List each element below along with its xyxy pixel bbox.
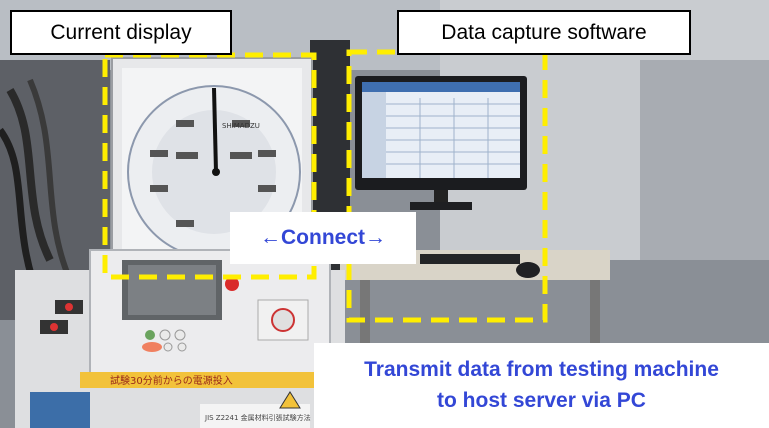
testing-machine-console: 試験30分前からの電源投入 JIS Z2241 金属材料引張試験方法 (15, 249, 350, 428)
console-banner-text: 試験30分前からの電源投入 (110, 374, 233, 387)
dial-brand-text: SHIMADZU (222, 122, 260, 130)
current-display-unit: SHIMADZU (111, 57, 313, 271)
mouse (516, 262, 540, 278)
current-display-highlight (102, 52, 317, 280)
connect-label: ←Connect→ (230, 212, 416, 264)
data-capture-monitor (355, 76, 527, 210)
current-display-label: Current display (10, 10, 232, 55)
transmit-caption-line2: to host server via PC (437, 388, 646, 412)
standard-plate-text: JIS Z2241 金属材料引張試験方法 (204, 413, 311, 422)
data-capture-software-label: Data capture software (397, 10, 691, 55)
transmit-caption-line1: Transmit data from testing machine (364, 358, 719, 382)
keyboard (420, 254, 520, 264)
transmit-caption: Transmit data from testing machine to ho… (314, 343, 769, 428)
